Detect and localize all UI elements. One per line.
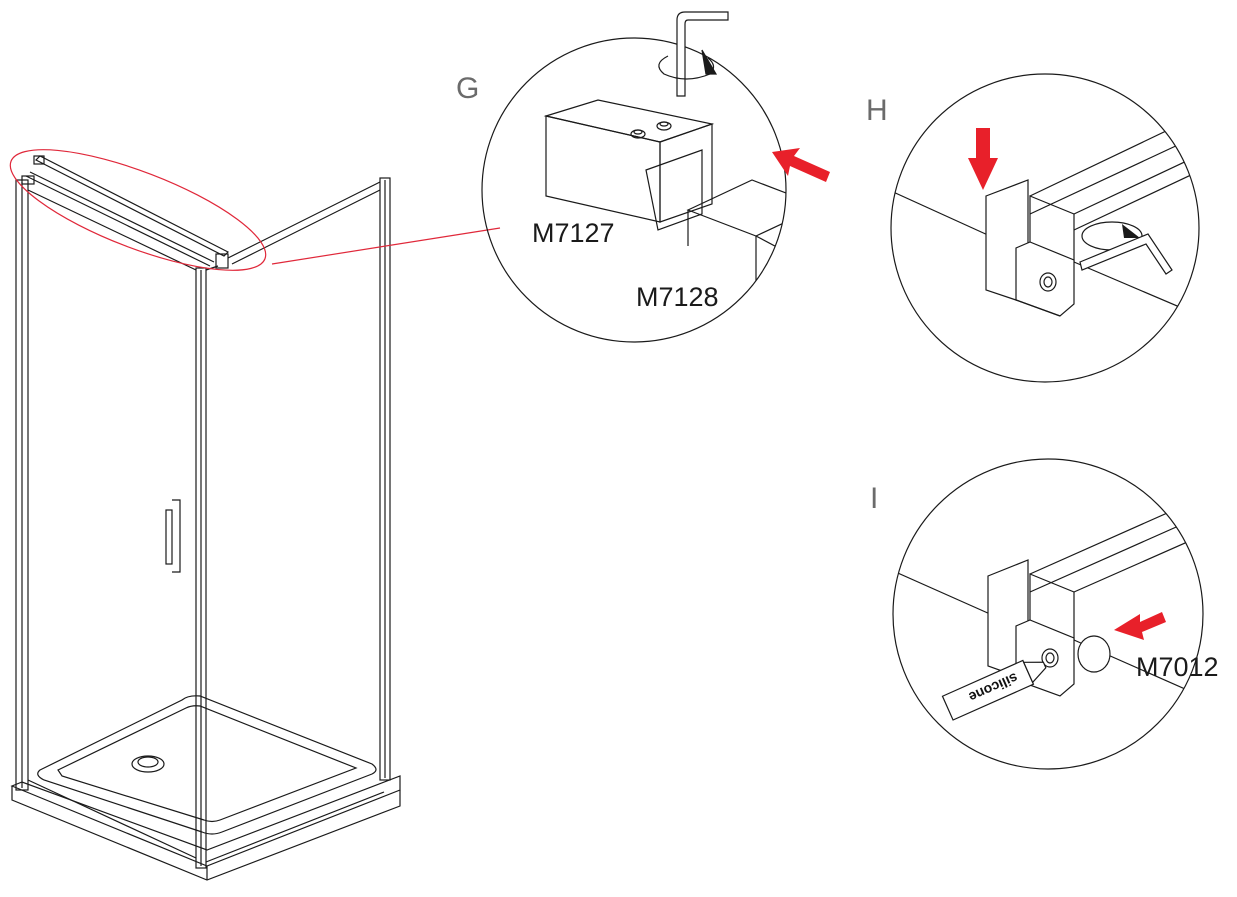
step-i: I silicone [870,458,1219,770]
detail-circle-g [481,37,787,343]
step-label-i: I [870,482,878,515]
bracket [985,179,1075,317]
allen-key-icon [658,11,729,97]
highlight-ellipse [9,149,267,271]
end-cap [1077,635,1111,673]
step-h: H [866,73,1200,383]
screw [1041,648,1059,668]
connector-block [543,99,715,231]
door-handle [165,499,181,573]
push-arrow-icon [772,148,830,182]
push-arrow-icon [1114,612,1166,640]
shower-enclosure [10,155,401,881]
rotate-arrow-icon [658,55,715,80]
side-panel-left [15,179,197,859]
leader-line [271,227,501,265]
top-rail [21,155,230,269]
drain-cover [131,755,165,773]
part-label-m7012: M7012 [1136,652,1219,682]
allen-key-icon [1079,233,1173,275]
detail-circle-i [892,458,1204,770]
part-label-m7128: M7128 [636,282,719,312]
detail-circle-h [890,73,1200,383]
push-arrow-icon [968,128,998,190]
step-label-h: H [866,94,888,127]
step-label-g: G [456,72,479,105]
door-panel [195,265,385,869]
part-label-m7127: M7127 [532,218,615,248]
screw [1039,272,1057,292]
step-g: G M [456,11,830,343]
side-panel-right [227,177,391,781]
